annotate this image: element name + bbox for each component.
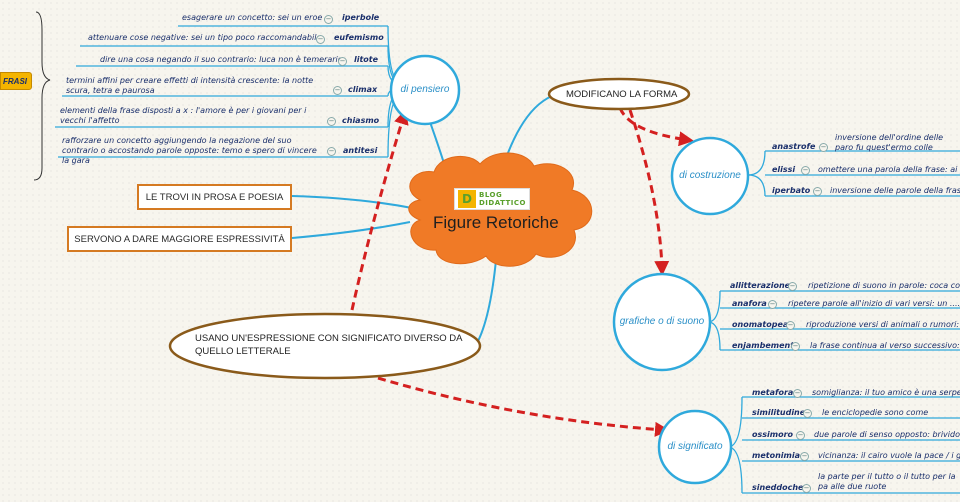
collapse-icon[interactable]: −	[802, 484, 811, 493]
oval-modify-outline	[547, 77, 691, 111]
collapse-icon[interactable]: −	[338, 57, 347, 66]
prose-box-label: LE TROVI IN PROSA E POESIA	[145, 191, 284, 203]
suono-key-1[interactable]: anafora	[732, 299, 767, 308]
dashed-arrows	[350, 107, 694, 437]
pensiero-key-0[interactable]: iperbole	[342, 13, 380, 22]
costruzione-desc-0: inversione dell'ordine delle paro fu que…	[835, 133, 944, 152]
circle-costruzione-label[interactable]: di costruzione	[679, 170, 741, 181]
significato-key-1[interactable]: similitudine	[752, 408, 806, 417]
collapse-icon[interactable]: −	[800, 452, 809, 461]
frasi-bracket	[33, 11, 51, 181]
pensiero-desc-3: termini affini per creare effetti di int…	[66, 76, 314, 95]
logo-line2: DIDATTICO	[479, 199, 527, 207]
pensiero-key-4[interactable]: chiasmo	[342, 116, 380, 125]
significato-key-4[interactable]: sineddoche	[752, 483, 804, 492]
suono-key-2[interactable]: onomatopea	[732, 320, 789, 329]
costruzione-lines	[747, 150, 960, 197]
significato-key-0[interactable]: metafora	[752, 388, 794, 397]
oval-meaning-outline	[168, 312, 482, 380]
suono-key-3[interactable]: enjambement	[732, 341, 795, 350]
collapse-icon[interactable]: −	[324, 15, 333, 24]
significato-key-2[interactable]: ossimoro	[752, 430, 794, 439]
costruzione-desc-1: omettere una parola della frase: ai po	[818, 165, 960, 174]
expressive-box-label: SERVONO A DARE MAGGIORE ESPRESSIVITÀ	[74, 233, 285, 245]
significato-key-3[interactable]: metonimia	[752, 451, 800, 460]
collapse-icon[interactable]: −	[327, 117, 336, 126]
expressive-box[interactable]: SERVONO A DARE MAGGIORE ESPRESSIVITÀ	[67, 226, 292, 252]
suono-desc-3: la frase continua al verso successivo: i…	[810, 341, 960, 350]
suono-key-0[interactable]: allitterazione	[730, 281, 791, 290]
collapse-icon[interactable]: −	[813, 187, 822, 196]
circle-suono-outline	[612, 272, 712, 372]
costruzione-key-0[interactable]: anastrofe	[772, 142, 816, 151]
pensiero-key-5[interactable]: antitesi	[343, 146, 378, 155]
significato-desc-0: somiglianza: il tuo amico è una serpe	[812, 388, 960, 397]
circle-suono-label[interactable]: grafiche o di suono	[619, 316, 705, 327]
collapse-icon[interactable]: −	[333, 86, 342, 95]
oval-meaning[interactable]: USANO UN'ESPRESSIONE CON SIGNIFICATO DIV…	[195, 332, 463, 358]
costruzione-key-2[interactable]: iperbato	[772, 186, 811, 195]
costruzione-desc-2: inversione delle parole della frase:	[830, 186, 960, 195]
pensiero-key-1[interactable]: eufemismo	[334, 33, 384, 42]
suono-desc-2: riproduzione versi di animali o rumori: …	[806, 320, 960, 329]
pensiero-desc-4: elementi della frase disposti a x : l'am…	[60, 106, 307, 125]
pensiero-key-2[interactable]: litote	[354, 55, 379, 64]
collapse-icon[interactable]: −	[768, 300, 777, 309]
collapse-icon[interactable]: −	[793, 389, 802, 398]
pensiero-desc-5: rafforzare un concetto aggiungendo la ne…	[62, 136, 317, 165]
collapse-icon[interactable]: −	[796, 431, 805, 440]
pensiero-key-3[interactable]: climax	[348, 85, 378, 94]
significato-lines	[727, 396, 960, 494]
collapse-icon[interactable]: −	[803, 409, 812, 418]
oval-meaning-line1: USANO UN'ESPRESSIONE CON SIGNIFICATO DIV…	[195, 333, 463, 344]
costruzione-key-1[interactable]: elissi	[772, 165, 796, 174]
suono-desc-1: ripetere parole all'inizio di vari versi…	[788, 299, 960, 308]
circle-significato-outline	[657, 409, 733, 485]
pensiero-desc-2: dire una cosa negando il suo contrario: …	[100, 55, 343, 64]
significato-desc-2: due parole di senso opposto: brivido ca	[814, 430, 960, 439]
collapse-icon[interactable]: −	[819, 143, 828, 152]
center-title[interactable]: Figure Retoriche	[433, 213, 559, 232]
blog-didattico-logo: D BLOG DIDATTICO	[454, 188, 531, 210]
circle-costruzione-outline	[670, 136, 750, 216]
prose-box[interactable]: LE TROVI IN PROSA E POESIA	[137, 184, 292, 210]
pensiero-desc-1: attenuare cose negative: sei un tipo poc…	[88, 33, 322, 42]
collapse-icon[interactable]: −	[788, 282, 797, 291]
collapse-icon[interactable]: −	[786, 321, 795, 330]
collapse-icon[interactable]: −	[327, 147, 336, 156]
oval-modify[interactable]: MODIFICANO LA FORMA	[566, 89, 678, 100]
significato-desc-4: la parte per il tutto o il tutto per la …	[818, 472, 956, 491]
circle-significato-label[interactable]: di significato	[667, 441, 723, 452]
circle-pensiero-label[interactable]: di pensiero	[400, 84, 450, 95]
collapse-icon[interactable]: −	[801, 166, 810, 175]
collapse-icon[interactable]: −	[791, 342, 800, 351]
significato-desc-3: vicinanza: il cairo vuole la pace / i go…	[818, 451, 960, 460]
logo-line1: BLOG	[479, 191, 503, 199]
frasi-tag-label: FRASI	[3, 76, 27, 86]
significato-desc-1: le enciclopedie sono come	[822, 408, 929, 417]
suono-desc-0: ripetizione di suono in parole: coca col…	[808, 281, 960, 290]
logo-mark-icon: D	[458, 190, 476, 208]
pensiero-desc-0: esagerare un concetto: sei un eroe	[182, 13, 323, 22]
frasi-tag[interactable]: FRASI	[0, 72, 32, 90]
pensiero-lines	[55, 25, 405, 158]
collapse-icon[interactable]: −	[316, 35, 325, 44]
circle-pensiero-outline	[389, 54, 461, 126]
oval-meaning-line2: QUELLO LETTERALE	[195, 346, 291, 357]
